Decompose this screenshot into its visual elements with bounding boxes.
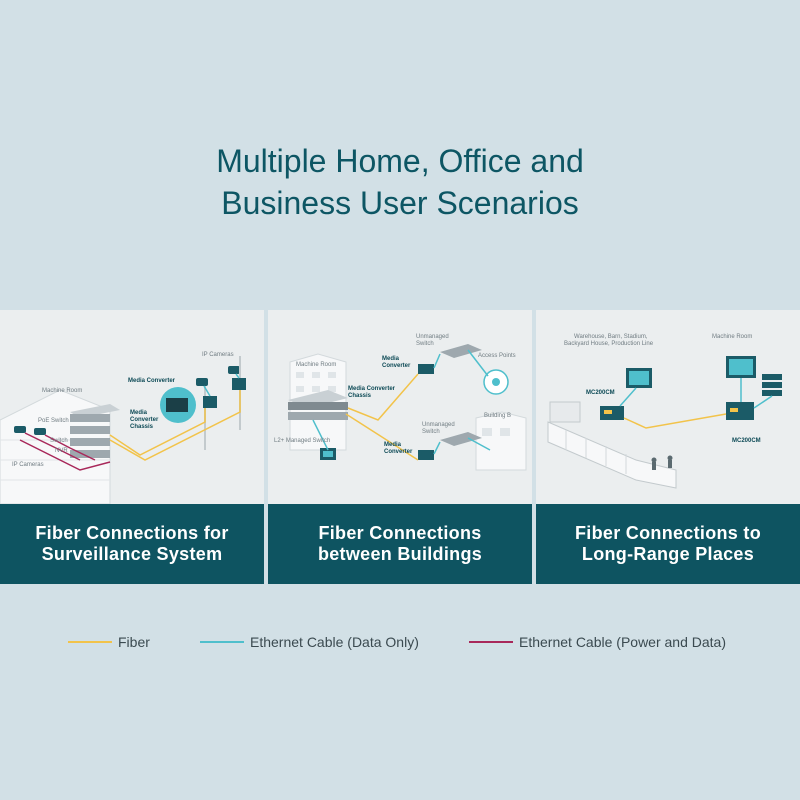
label-chassis-2: Converter: [130, 417, 159, 423]
media-converter-top-icon: [418, 364, 434, 374]
production-line-icon: [547, 421, 677, 489]
legend-item-fiber: Fiber: [68, 634, 150, 650]
label-nvr: NVR: [55, 448, 68, 454]
label-l2-switch: L2+ Managed Switch: [274, 438, 330, 444]
media-converter-icon: [203, 396, 217, 408]
buildings-diagram: Machine Room Media Converter Chassis L2+…: [274, 334, 527, 471]
surveillance-diagram: Machine Room PoE Switch Switch NVR IP Ca…: [0, 352, 246, 504]
label-places-1: Warehouse, Barn, Stadium,: [574, 334, 648, 340]
scenario-long-range-illustration: Warehouse, Barn, Stadium, Backyard House…: [536, 310, 800, 504]
worker-icon: [651, 457, 657, 463]
legend-label-ethernet-data: Ethernet Cable (Data Only): [250, 634, 419, 650]
unmanaged-switch-bottom-icon: [440, 432, 482, 446]
caption-long-range-line-1: Fiber Connections to: [575, 523, 761, 543]
label-machine-room: Machine Room: [296, 362, 336, 368]
server-icon: [762, 374, 782, 396]
legend-swatch-ethernet-data: [200, 641, 244, 643]
page-title-line-2: Business User Scenarios: [221, 185, 579, 221]
label-switch: Switch: [50, 438, 68, 444]
label-mc-bottom-1: Media: [384, 442, 402, 448]
label-ip-cameras-left: IP Cameras: [12, 462, 44, 468]
label-unmanaged-top-1: Unmanaged: [416, 334, 449, 340]
caption-long-range: Fiber Connections to Long-Range Places: [536, 504, 800, 584]
label-poe-switch: PoE Switch: [38, 418, 69, 424]
label-chassis-3: Chassis: [130, 424, 154, 430]
label-mc-bottom-2: Converter: [384, 449, 413, 455]
label-access-points: Access Points: [478, 353, 516, 359]
label-places-2: Backyard House, Production Line: [564, 341, 654, 347]
label-mc200cm-left: MC200CM: [586, 390, 615, 396]
caption-surveillance: Fiber Connections for Surveillance Syste…: [0, 504, 264, 584]
label-machine-room: Machine Room: [42, 388, 82, 394]
label-chassis-2: Chassis: [348, 393, 372, 399]
label-media-converter: Media Converter: [128, 378, 176, 384]
scenario-buildings-illustration: Machine Room Media Converter Chassis L2+…: [268, 310, 532, 504]
legend-swatch-ethernet-power: [469, 641, 513, 643]
legend: Fiber Ethernet Cable (Data Only) Etherne…: [0, 634, 800, 654]
page-title-line-1: Multiple Home, Office and: [216, 143, 584, 179]
label-unmanaged-top-2: Switch: [416, 341, 434, 347]
label-machine-room: Machine Room: [712, 334, 752, 340]
building-b-icon: [475, 411, 527, 471]
label-chassis-1: Media Converter: [348, 386, 396, 392]
page-title: Multiple Home, Office and Business User …: [0, 140, 800, 224]
legend-label-ethernet-power: Ethernet Cable (Power and Data): [519, 634, 726, 650]
caption-surveillance-line-1: Fiber Connections for: [35, 523, 229, 543]
caption-long-range-line-2: Long-Range Places: [581, 544, 755, 564]
scenario-surveillance-illustration: Machine Room PoE Switch Switch NVR IP Ca…: [0, 310, 264, 504]
label-mc-top-2: Converter: [382, 363, 411, 369]
media-converter-chassis-icon: [288, 390, 348, 420]
legend-item-ethernet-power: Ethernet Cable (Power and Data): [469, 634, 726, 650]
legend-label-fiber: Fiber: [118, 634, 150, 650]
legend-swatch-fiber: [68, 641, 112, 643]
label-mc200cm-right: MC200CM: [732, 438, 761, 444]
ip-camera-icon: [14, 366, 240, 435]
label-unmanaged-bottom-2: Switch: [422, 429, 440, 435]
label-building-b: Building B: [484, 413, 511, 419]
caption-buildings: Fiber Connections between Buildings: [268, 504, 532, 584]
mc200cm-right-icon: [726, 402, 754, 420]
rack-devices-icon: [70, 404, 120, 458]
caption-surveillance-line-2: Surveillance System: [41, 544, 223, 564]
long-range-diagram: Warehouse, Barn, Stadium, Backyard House…: [547, 334, 782, 489]
caption-buildings-line-2: between Buildings: [317, 544, 483, 564]
label-mc-top-1: Media: [382, 356, 400, 362]
media-converter-bottom-icon: [418, 450, 434, 460]
legend-item-ethernet-data: Ethernet Cable (Data Only): [200, 634, 419, 650]
label-chassis-1: Media: [130, 410, 148, 416]
caption-buildings-line-1: Fiber Connections: [318, 523, 482, 543]
label-unmanaged-bottom-1: Unmanaged: [422, 422, 455, 428]
label-ip-cameras-right: IP Cameras: [202, 352, 234, 358]
unmanaged-switch-top-icon: [440, 344, 482, 358]
